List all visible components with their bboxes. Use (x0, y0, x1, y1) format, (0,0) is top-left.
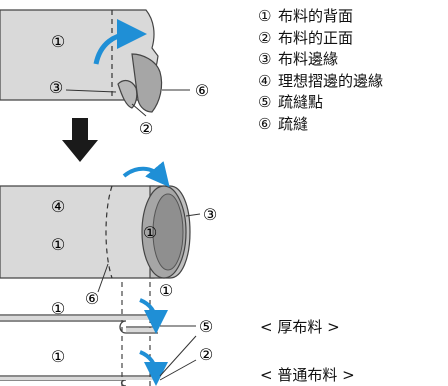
middle-fabric-illustration: ④ ① ① ③ ⑥ ① (0, 161, 217, 308)
callout-normal-two: ② (199, 345, 213, 364)
fold-arrow (93, 19, 147, 65)
callout-middle-four: ④ (51, 197, 65, 216)
ideal-hem-edge-line (105, 185, 113, 279)
down-arrow (62, 118, 98, 162)
callout-top-two: ② (139, 119, 153, 138)
callout-top-six: ⑥ (195, 81, 209, 100)
fabric-front-corner (117, 79, 138, 109)
thick-fabric-section: ① ⑤ (0, 298, 213, 336)
tube-inner (152, 193, 184, 271)
callout-top-one: ① (51, 32, 65, 51)
callout-middle-one-center: ① (143, 223, 157, 242)
callout-middle-six: ⑥ (85, 289, 99, 308)
thick-fabric-label: < 厚布料 > (260, 318, 340, 336)
leader-normal-five (159, 335, 197, 377)
normal-fold-arrow (139, 350, 168, 386)
top-fabric-illustration: ① ③ ⑥ ② (0, 9, 209, 138)
callout-thick-five: ⑤ (199, 317, 213, 336)
leader-two (131, 103, 147, 117)
leader-middle-six (97, 263, 109, 293)
thick-fold-arrow (139, 298, 168, 334)
callout-middle-one-bottom: ① (159, 281, 173, 300)
curl-arrow (122, 161, 170, 188)
callout-middle-one-left: ① (51, 235, 65, 254)
leader-normal-two (159, 359, 197, 381)
guide-lines (121, 282, 151, 386)
leader-three (65, 89, 117, 93)
callout-top-three: ③ (49, 78, 63, 97)
normal-fabric-section: ① ② (0, 335, 213, 386)
callout-thick-one: ① (51, 299, 65, 318)
tube-body (0, 185, 155, 279)
callout-middle-three: ③ (203, 205, 217, 224)
leader-middle-three (185, 213, 201, 217)
fabric-front-fold (131, 53, 163, 113)
callout-normal-one: ① (51, 347, 65, 366)
normal-fabric-label: < 普通布料 > (260, 366, 355, 384)
